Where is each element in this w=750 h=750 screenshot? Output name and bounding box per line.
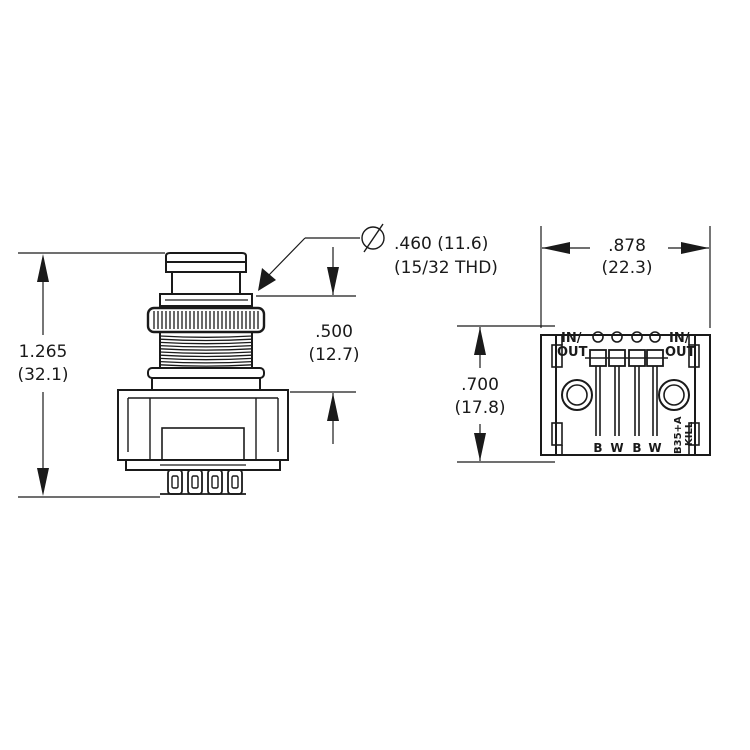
height-dimension: 1.265 (32.1)	[17, 252, 165, 498]
bushing-inches: .500	[315, 322, 353, 342]
pin-head	[592, 331, 604, 343]
thread-spec: (15/32 THD)	[394, 258, 498, 278]
pin-head	[611, 331, 623, 343]
pin-label: W	[610, 441, 623, 455]
bushing-mm: (12.7)	[308, 345, 359, 365]
plunger	[165, 252, 247, 295]
washer	[147, 367, 265, 379]
in-out-right-line2: OUT	[665, 345, 696, 360]
mounting-holes	[561, 379, 690, 411]
bottom-view: .878 (22.3) .700 (17.8)	[454, 226, 711, 463]
thread-lines	[159, 335, 253, 367]
threaded-bushing	[146, 293, 266, 391]
arrow-down	[37, 468, 49, 496]
in-out-left-line2: OUT	[557, 345, 588, 360]
width-mm: (22.3)	[601, 258, 652, 278]
thread-diameter: .460 (11.6)	[394, 234, 488, 254]
knurled-nut	[146, 306, 266, 334]
pin-head	[631, 331, 643, 343]
callout-arrow	[258, 268, 276, 291]
width-inches: .878	[608, 236, 646, 256]
arrow-up	[37, 254, 49, 282]
thread-callout: .460 (11.6) (15/32 THD)	[258, 223, 498, 291]
kill-label: KILL	[684, 421, 695, 446]
depth-mm: (17.8)	[454, 398, 505, 418]
depth-dimension: .700 (17.8)	[454, 325, 555, 463]
depth-inches: .700	[461, 375, 499, 395]
height-inches: 1.265	[19, 342, 68, 362]
in-out-right-line1: IN/	[669, 331, 690, 346]
mounting-hole-right	[658, 379, 690, 411]
mounting-hole-left	[561, 379, 593, 411]
solder-terminals	[160, 469, 246, 495]
bottom-body	[540, 334, 711, 456]
pin-label: B	[632, 441, 641, 455]
switch-body	[117, 389, 289, 495]
pin-label: W	[648, 441, 661, 455]
height-mm: (32.1)	[17, 365, 68, 385]
knurl-pattern	[153, 311, 259, 329]
in-out-left-line1: IN/	[561, 331, 582, 346]
solder-terminal	[227, 469, 243, 495]
solder-terminal	[207, 469, 223, 495]
side-view: 1.265 (32.1)	[17, 223, 498, 498]
solder-terminal	[167, 469, 183, 495]
pin-head	[649, 331, 661, 343]
solder-terminal	[187, 469, 203, 495]
diameter-symbol	[361, 226, 385, 250]
model-label: B35+A	[673, 416, 684, 454]
pin-label: B	[593, 441, 602, 455]
terminal-pins	[585, 331, 668, 436]
width-dimension: .878 (22.3)	[540, 226, 711, 328]
bushing-dimension: .500 (12.7)	[256, 247, 360, 444]
